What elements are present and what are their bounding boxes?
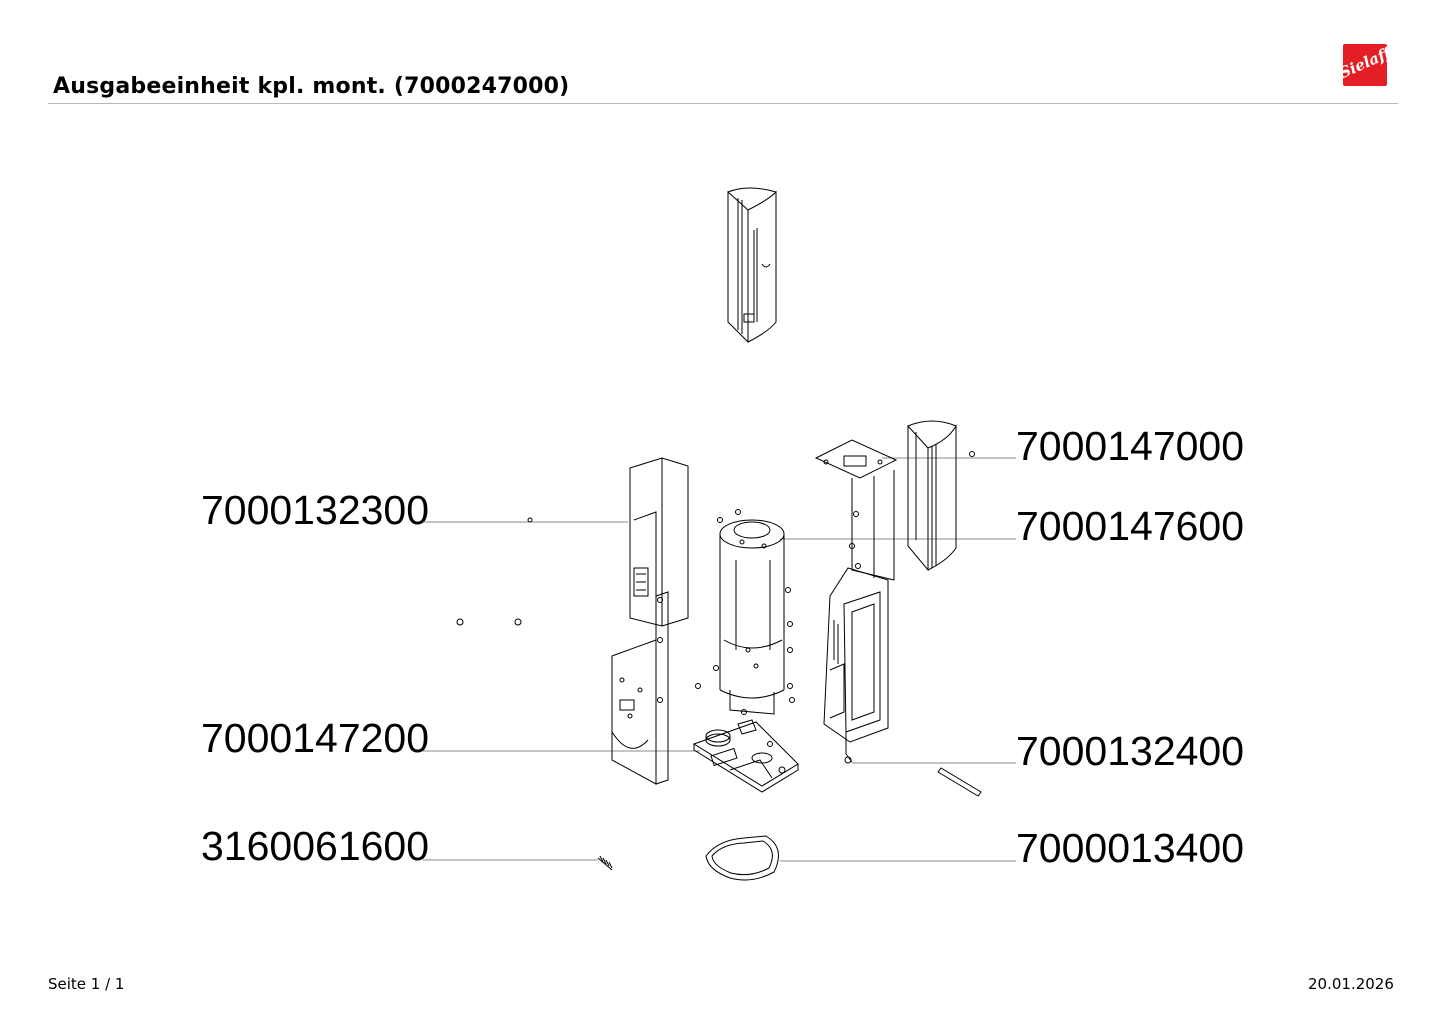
- part-label-7000147600: 7000147600: [1016, 503, 1245, 549]
- part-label-7000147200: 7000147200: [201, 715, 430, 761]
- page-title: Ausgabeeinheit kpl. mont. (7000247000): [53, 74, 570, 99]
- sielaff-logo: Sielaff: [1343, 44, 1387, 86]
- page-number: Seite 1 / 1: [48, 975, 125, 993]
- part-label-7000132300: 7000132300: [201, 487, 430, 533]
- drive-plate-assembly: [692, 719, 799, 793]
- document-date: 20.01.2026: [1308, 975, 1394, 993]
- rod-part: [937, 767, 982, 797]
- part-label-3160061600: 3160061600: [201, 823, 430, 869]
- part-label-7000013400: 7000013400: [1016, 825, 1245, 871]
- part-label-7000147000: 7000147000: [1016, 423, 1245, 469]
- left-side-frame: [611, 457, 689, 785]
- header-divider: [48, 103, 1398, 104]
- right-cylinder-cover: [907, 420, 957, 572]
- spring-part: [597, 855, 613, 871]
- central-cylinder: [719, 519, 785, 715]
- part-label-7000132400: 7000132400: [1016, 728, 1245, 774]
- drip-tray-seal: [705, 835, 779, 881]
- right-chassis: [814, 439, 898, 764]
- loose-screws: [456, 451, 975, 715]
- top-cylinder-cover: [727, 187, 777, 344]
- leader-lines: [423, 457, 1016, 862]
